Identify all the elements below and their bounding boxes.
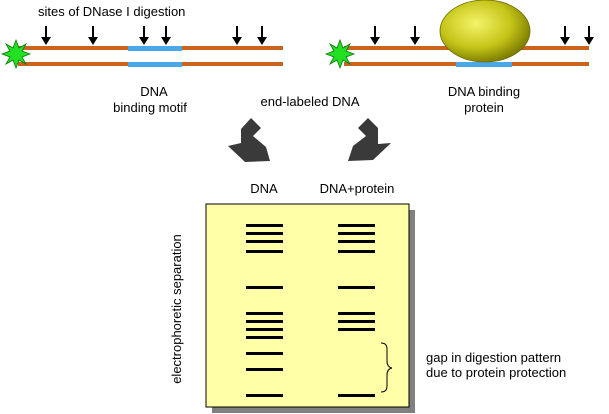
lane-label-dna-protein: DNA+protein [320, 181, 395, 196]
gel-band [246, 328, 283, 331]
electrophoresis-label: electrophoretic separation [169, 234, 184, 384]
digestion-site-arrows [370, 26, 594, 45]
gel [205, 203, 410, 408]
arrow-down-icon [410, 26, 420, 45]
arrow-down-icon [257, 26, 267, 45]
curly-brace-icon [380, 342, 393, 393]
gel-band [338, 250, 375, 253]
dna-motif-label-line2: binding motif [113, 100, 187, 115]
digestion-sites-label: sites of DNase I digestion [38, 4, 185, 19]
gel-band [246, 250, 283, 253]
gel-band [246, 352, 283, 355]
gel-band [246, 312, 283, 315]
end-labeled-dna-label: end-labeled DNA [260, 94, 359, 109]
gel-band [338, 240, 375, 243]
gel-band [338, 286, 375, 289]
dna-motif-label-line1: DNA [140, 84, 168, 99]
gel-band [338, 232, 375, 235]
gel-band [246, 336, 283, 339]
gap-label-line2: due to protein protection [426, 365, 566, 380]
gel-band [246, 240, 283, 243]
arrow-down-icon [88, 26, 98, 45]
gel-band [338, 224, 375, 227]
protein-label-line1: DNA binding [448, 84, 520, 99]
arrow-down-icon [560, 26, 570, 45]
arrow-down-icon [232, 26, 242, 45]
arrow-down-icon [161, 26, 171, 45]
arrow-down-icon [41, 26, 51, 45]
digestion-site-arrows [41, 26, 267, 45]
protein-bound-dna-panel: DNA binding protein [324, 0, 594, 115]
star-burst-icon [0, 38, 32, 70]
naked-dna-panel: sites of DNase I digestion DNA binding m… [0, 4, 283, 115]
arrow-down-icon [584, 26, 594, 45]
dna-binding-motif [456, 62, 512, 67]
gel-band [246, 320, 283, 323]
gel-band [246, 394, 283, 397]
gel-band [246, 286, 283, 289]
gel-band [246, 232, 283, 235]
gel-band [338, 394, 375, 397]
gel-band [246, 368, 283, 371]
dna-binding-protein [439, 0, 531, 63]
thick-arrow-icon [348, 118, 391, 161]
gel-band [338, 328, 375, 331]
gel-lane-dna-protein [338, 224, 375, 397]
gel-band [338, 320, 375, 323]
thick-arrow-icon [228, 118, 270, 162]
gel-band [338, 312, 375, 315]
arrow-down-icon [370, 26, 380, 45]
gel-lane-dna [246, 224, 283, 397]
gel-band [246, 224, 283, 227]
dna-binding-motif [128, 46, 182, 67]
protein-label-line2: protein [464, 100, 504, 115]
arrow-down-icon [139, 26, 149, 45]
lane-label-dna: DNA [250, 181, 278, 196]
gap-label-line1: gap in digestion pattern [426, 350, 561, 365]
star-burst-icon [324, 38, 356, 70]
